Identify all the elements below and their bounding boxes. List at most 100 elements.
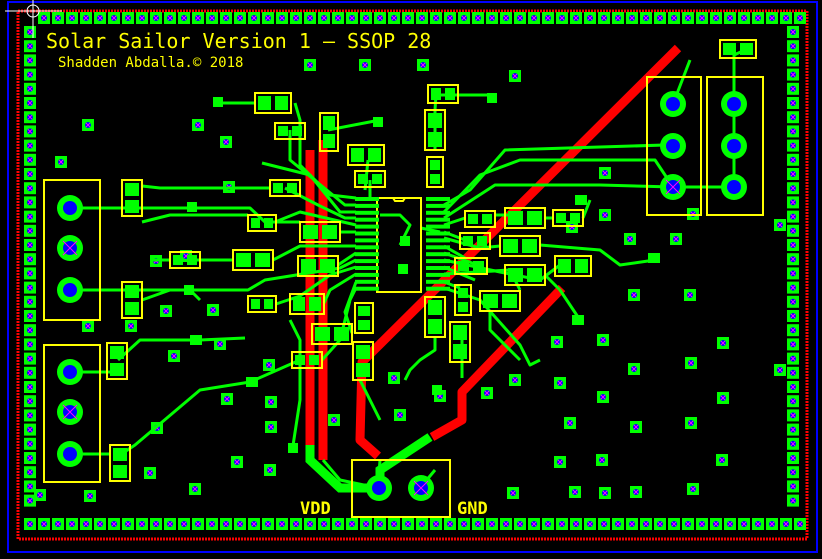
smd-component[interactable]	[109, 444, 131, 482]
via-mark	[27, 114, 33, 120]
via-mark	[777, 367, 783, 373]
green-trace	[380, 213, 412, 246]
component-outline	[169, 251, 201, 269]
smd-component[interactable]	[299, 221, 341, 243]
test-pad[interactable]	[190, 335, 202, 345]
test-pad[interactable]	[288, 443, 298, 453]
component-outline	[319, 112, 339, 152]
test-pad[interactable]	[213, 97, 223, 107]
smd-component[interactable]	[424, 109, 446, 151]
smd-component[interactable]	[297, 255, 339, 277]
component-pad	[273, 183, 283, 193]
via-mark	[489, 521, 495, 527]
test-pad[interactable]	[487, 93, 497, 103]
smd-component[interactable]	[319, 112, 339, 152]
test-pad[interactable]	[373, 117, 383, 127]
via-mark	[265, 521, 271, 527]
smd-component[interactable]	[254, 92, 292, 114]
via-mark	[27, 469, 33, 475]
test-pad[interactable]	[648, 253, 660, 263]
ic-pin-left	[355, 279, 379, 284]
ic-outline	[376, 197, 422, 293]
ic-pin-left	[355, 224, 379, 229]
via	[787, 352, 799, 365]
component-pad	[445, 88, 455, 100]
smd-component[interactable]	[459, 232, 491, 250]
component-pad	[508, 268, 523, 282]
smd-component[interactable]	[247, 214, 277, 232]
component-pad	[453, 344, 467, 359]
via-mark	[27, 185, 33, 191]
component-outline	[424, 109, 446, 151]
via-mark	[615, 15, 621, 21]
ssop28-ic[interactable]	[355, 197, 450, 293]
component-pad	[508, 211, 523, 225]
test-pad[interactable]	[575, 195, 587, 205]
smd-component[interactable]	[274, 122, 306, 140]
smd-component[interactable]	[354, 302, 374, 334]
header-outline	[646, 76, 702, 216]
smd-component[interactable]	[554, 255, 592, 277]
power-connector[interactable]	[351, 459, 451, 518]
left-header-top[interactable]	[43, 179, 101, 321]
component-outline	[479, 290, 521, 312]
via	[24, 395, 36, 408]
smd-component[interactable]	[464, 210, 496, 228]
smd-component[interactable]	[311, 323, 353, 345]
smd-component[interactable]	[504, 207, 546, 229]
via	[346, 518, 358, 530]
component-outline	[719, 39, 757, 59]
component-pad	[570, 213, 580, 223]
via	[178, 12, 190, 24]
right-header-a[interactable]	[646, 76, 702, 216]
smd-component[interactable]	[347, 144, 385, 166]
test-pad[interactable]	[184, 285, 194, 295]
via-mark	[268, 424, 274, 430]
smd-component[interactable]	[499, 235, 541, 257]
left-header-bottom[interactable]	[43, 344, 101, 483]
smd-component[interactable]	[504, 264, 546, 286]
test-pad[interactable]	[572, 315, 584, 325]
smd-component[interactable]	[352, 341, 374, 381]
smd-component[interactable]	[479, 290, 521, 312]
via	[265, 421, 277, 433]
via-mark	[27, 370, 33, 376]
smd-component[interactable]	[424, 296, 446, 338]
smd-component[interactable]	[247, 295, 277, 313]
test-pad[interactable]	[432, 385, 442, 395]
test-pad[interactable]	[246, 377, 258, 387]
smd-component[interactable]	[289, 293, 325, 315]
smd-component[interactable]	[106, 342, 128, 380]
right-header-b[interactable]	[706, 76, 764, 216]
component-pad	[356, 345, 370, 359]
component-outline	[426, 156, 444, 188]
smd-component[interactable]	[169, 251, 201, 269]
via	[108, 518, 120, 530]
smd-component[interactable]	[121, 179, 143, 217]
smd-component[interactable]	[449, 321, 471, 363]
test-pad[interactable]	[398, 264, 408, 274]
test-pad[interactable]	[400, 236, 410, 246]
via	[685, 417, 697, 429]
via	[24, 239, 36, 251]
smd-component[interactable]	[291, 351, 323, 369]
smd-component[interactable]	[232, 249, 274, 271]
smd-component[interactable]	[454, 257, 488, 275]
smd-component[interactable]	[552, 209, 584, 227]
via	[82, 119, 94, 131]
via	[24, 452, 36, 464]
smd-component[interactable]	[269, 179, 301, 197]
via-mark	[790, 214, 796, 219]
smd-component[interactable]	[454, 284, 472, 316]
via	[38, 518, 50, 530]
smd-component[interactable]	[427, 84, 459, 104]
smd-component[interactable]	[354, 170, 386, 188]
test-pad[interactable]	[187, 202, 197, 212]
smd-component[interactable]	[121, 281, 143, 319]
smd-component[interactable]	[426, 156, 444, 188]
via-mark	[139, 521, 145, 527]
via	[207, 304, 219, 316]
component-pad	[125, 200, 139, 213]
smd-component[interactable]	[719, 39, 757, 59]
